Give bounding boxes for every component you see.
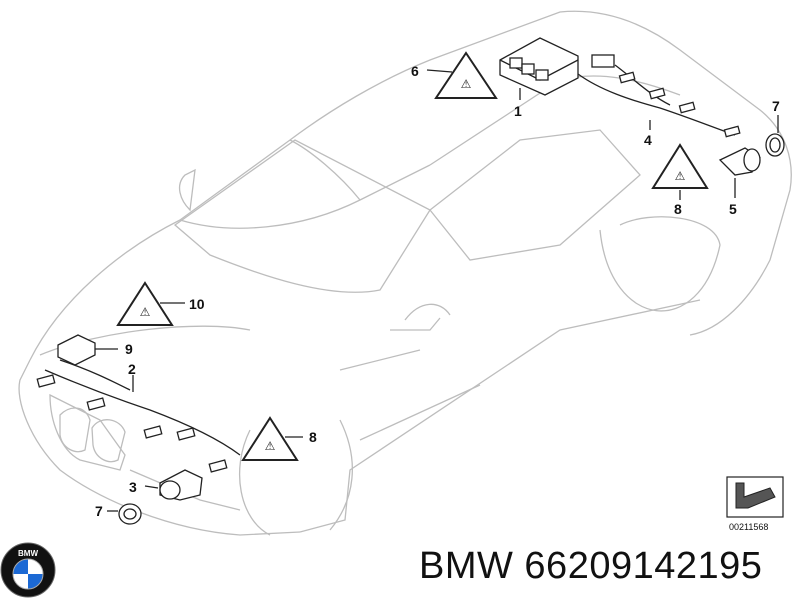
svg-text:⚠: ⚠	[140, 305, 151, 319]
arrow-reference-icon	[726, 476, 784, 518]
front-wiring-harness	[36, 359, 241, 473]
rear-sensor	[718, 147, 761, 198]
callout-5: 5	[729, 201, 737, 217]
bmw-logo-icon: BMW	[0, 542, 56, 598]
callout-3: 3	[129, 479, 137, 495]
callout-6: 6	[411, 63, 419, 79]
warning-triangle-icon: ⚠	[116, 281, 185, 326]
svg-text:⚠: ⚠	[265, 439, 276, 453]
rear-sensor-ring	[765, 115, 785, 157]
front-sensor	[144, 469, 203, 501]
callout-7-front: 7	[95, 503, 103, 519]
car-outline	[18, 10, 792, 536]
callout-7-rear: 7	[772, 98, 780, 114]
reference-code: 00211568	[729, 522, 768, 532]
callout-10: 10	[189, 296, 205, 312]
front-module	[57, 334, 118, 366]
svg-text:⚠: ⚠	[461, 77, 472, 91]
callout-8-front: 8	[309, 429, 317, 445]
front-sensor-ring	[107, 503, 142, 525]
callout-9: 9	[125, 341, 133, 357]
part-number-caption: BMW 66209142195	[419, 545, 763, 587]
warning-triangle-icon: ⚠	[241, 416, 303, 461]
callout-1: 1	[514, 103, 522, 119]
warning-triangle-icon: ⚠	[651, 143, 709, 200]
bmw-logo-letters: BMW	[18, 549, 38, 558]
control-unit	[499, 37, 579, 100]
callout-8-rear: 8	[674, 201, 682, 217]
callout-4: 4	[644, 132, 652, 148]
callout-2: 2	[128, 361, 136, 377]
rear-wiring-harness	[577, 54, 741, 138]
svg-text:⚠: ⚠	[675, 169, 686, 183]
warning-triangle-icon: ⚠	[426, 51, 498, 99]
